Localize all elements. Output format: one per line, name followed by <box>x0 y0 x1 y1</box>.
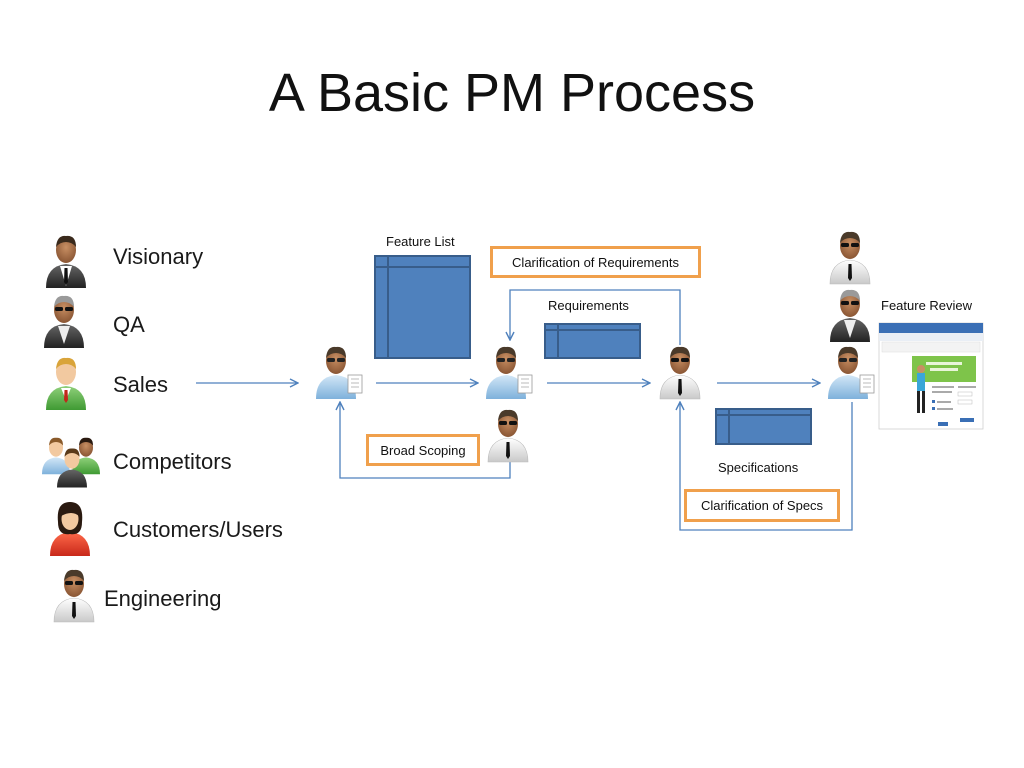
stakeholder-label-engineering: Engineering <box>104 586 222 611</box>
stakeholder-label-sales: Sales <box>113 372 169 397</box>
feature-review-label: Feature Review <box>881 298 973 313</box>
requirements-document <box>544 323 641 359</box>
feature-list-document <box>374 255 471 359</box>
flow-arrows <box>196 289 853 531</box>
stakeholder-label-qa: QA <box>113 312 145 337</box>
page-title: A Basic PM Process <box>268 63 756 123</box>
specifications-label: Specifications <box>718 460 799 475</box>
feature-list-label: Feature List <box>386 234 455 249</box>
stakeholder-label-visionary: Visionary <box>113 244 204 269</box>
specifications-document <box>715 408 812 445</box>
clarification-requirements-box: Clarification of Requirements <box>490 246 701 278</box>
clarification-specs-box: Clarification of Specs <box>684 489 840 522</box>
stakeholder-label-customers: Customers/Users <box>113 517 283 542</box>
feature-review-screenshot <box>878 322 984 430</box>
broad-scoping-box: Broad Scoping <box>366 434 480 466</box>
stakeholder-label-competitors: Competitors <box>113 449 232 474</box>
requirements-label: Requirements <box>548 298 629 313</box>
stakeholder-icons <box>42 235 100 623</box>
